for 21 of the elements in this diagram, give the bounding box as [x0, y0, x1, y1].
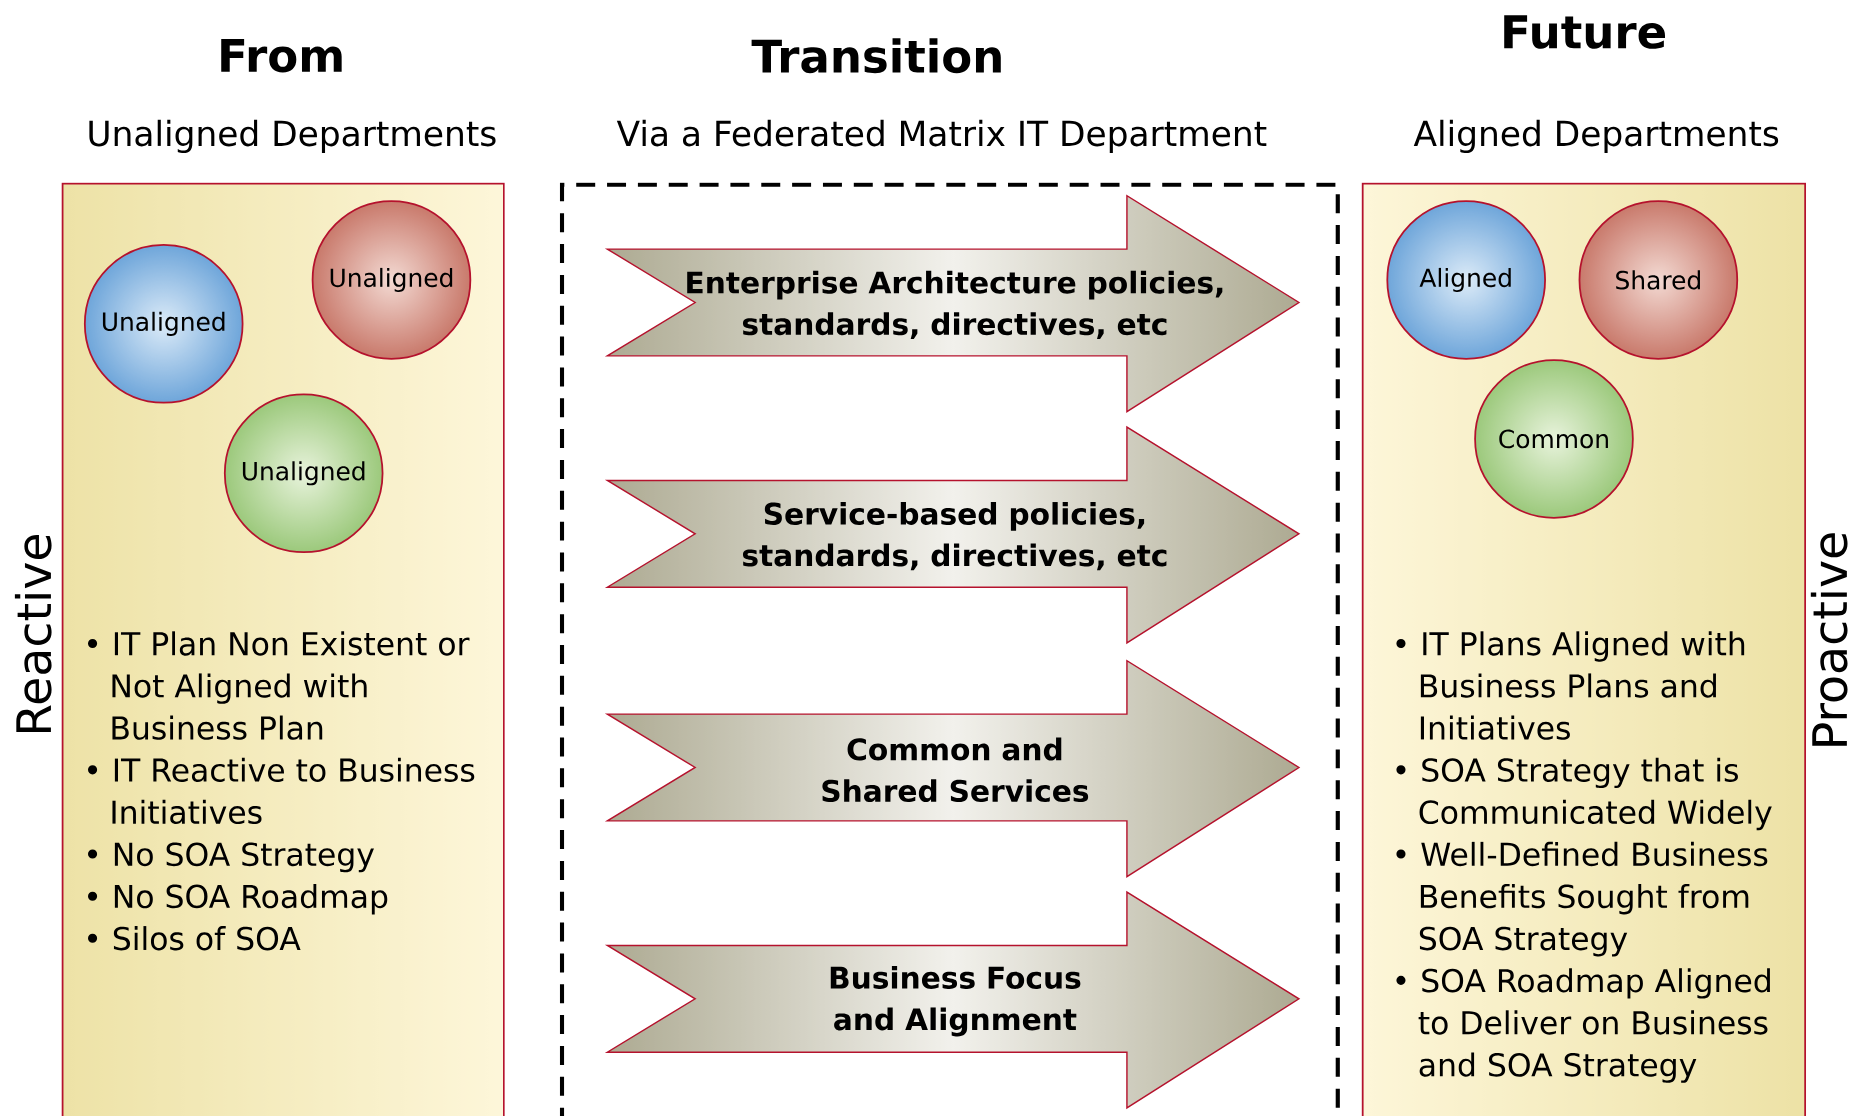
- side-label: Proactive: [1810, 533, 1848, 746]
- column-subtitle: Aligned Departments: [1413, 119, 1779, 153]
- bullet-item: • No SOA Roadmap: [88, 883, 388, 915]
- column-subtitle: Unaligned Departments: [89, 119, 496, 153]
- bullet-item: • SOA Strategy that is Communicated Widely: [1396, 757, 1772, 831]
- bullet-item: • No SOA Strategy: [88, 842, 374, 873]
- chevron-banner: Service-based policies, standards, directives, etc: [604, 425, 1301, 645]
- chevron-banner: Common and Shared Services: [604, 659, 1301, 878]
- chevron-banner: Business Focus and Alignment: [604, 890, 1301, 1110]
- bullet-item: • Well-Defined Business Benefits Sought from SOA Strategy: [1396, 841, 1768, 957]
- bullet-item: • IT Plan Non Existent or Not Aligned with Business Plan: [88, 631, 470, 740]
- column-heading: Transition: [751, 38, 1001, 74]
- chevron-banner: Enterprise Architecture policies, standards, directives, etc: [604, 194, 1301, 413]
- bullet-item: • Silos of SOA: [88, 925, 301, 951]
- side-label: Reactive: [14, 534, 52, 732]
- bullet-item: • IT Plans Aligned with Business Plans and Initiatives: [1396, 631, 1745, 740]
- column-heading: From: [221, 38, 342, 73]
- bullet-item: • SOA Roadmap Aligned to Deliver on Business and SOA Strategy: [1396, 968, 1770, 1083]
- column-heading: Future: [1504, 15, 1665, 49]
- column-subtitle: Via a Federated Matrix IT Department: [616, 119, 1267, 153]
- bullet-item: • IT Reactive to Business Initiatives: [88, 757, 475, 824]
